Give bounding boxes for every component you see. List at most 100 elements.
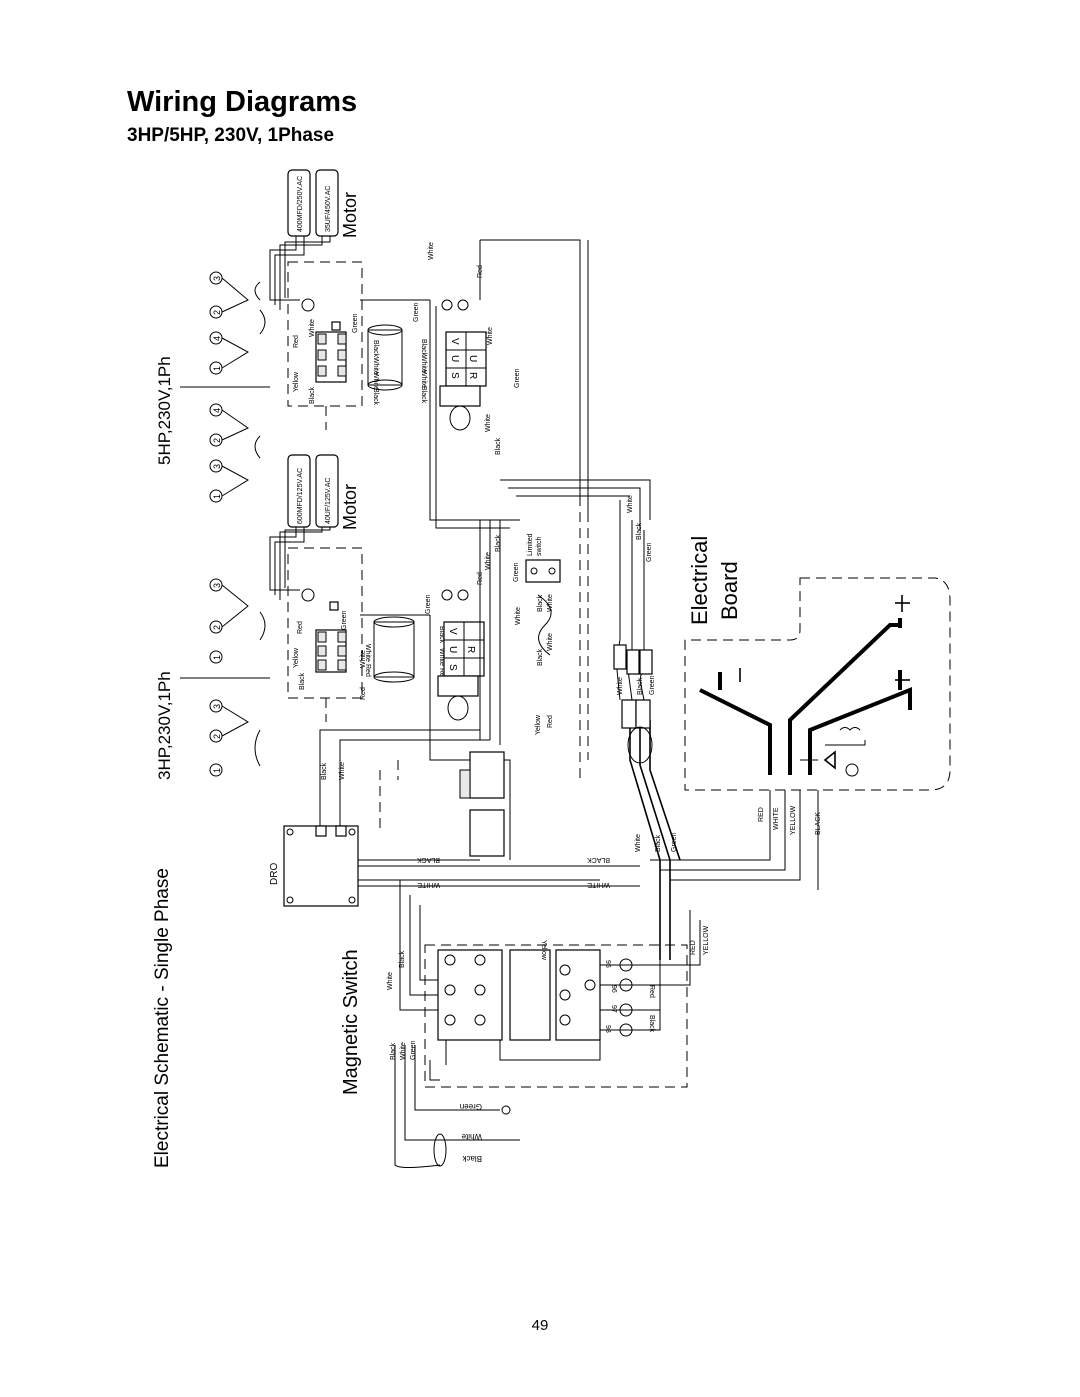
svg-text:White: White xyxy=(461,1132,482,1141)
electrical-board-label-1: Electrical xyxy=(687,536,712,625)
power-cord: Black White Green Green White Black xyxy=(390,1040,520,1168)
svg-text:Red: Red xyxy=(438,668,445,681)
connection-diagram-5hp-alt: 4 2 3 1 xyxy=(209,403,261,503)
svg-text:95: 95 xyxy=(604,960,611,968)
svg-text:Green: Green xyxy=(413,302,420,322)
svg-text:S: S xyxy=(447,664,458,671)
svg-text:Black: Black xyxy=(637,677,644,695)
svg-text:BLACK: BLACK xyxy=(587,856,610,863)
connection-diagram-3hp: 3 2 1 xyxy=(209,578,266,664)
svg-text:2: 2 xyxy=(212,310,222,315)
svg-text:Green: Green xyxy=(671,832,678,852)
svg-text:Black: Black xyxy=(309,386,316,404)
svg-text:Red: Red xyxy=(364,664,371,677)
svg-text:Yellow: Yellow xyxy=(293,371,300,392)
dro-unit: Black White xyxy=(283,729,600,907)
svg-text:White: White xyxy=(487,327,494,345)
capacitor-3hp-run: 600MFD/125V.AC xyxy=(287,454,311,528)
svg-text:White: White xyxy=(420,355,427,373)
svg-text:Black: Black xyxy=(648,1015,655,1033)
limit-switch: Limited switch Black White Black White Y… xyxy=(525,533,561,735)
svg-text:BLACK: BLACK xyxy=(417,856,440,863)
motor-5hp-label: 5HP,230V,1Ph xyxy=(155,356,174,465)
svg-text:White: White xyxy=(372,357,379,375)
svg-text:White: White xyxy=(617,677,624,695)
capacitor-5hp-run: 400MFD/250V.AC xyxy=(287,169,311,237)
svg-text:Black: Black xyxy=(399,950,406,968)
svg-text:Black: Black xyxy=(537,594,544,612)
svg-text:White: White xyxy=(627,495,634,513)
svg-text:Yellow: Yellow xyxy=(293,647,300,668)
svg-text:White: White xyxy=(635,834,642,852)
svg-text:Yellow: Yellow xyxy=(535,714,542,735)
svg-text:Red: Red xyxy=(547,715,554,728)
svg-text:600MFD/125V.AC: 600MFD/125V.AC xyxy=(297,468,304,524)
svg-text:1: 1 xyxy=(212,494,222,499)
svg-text:U: U xyxy=(447,646,458,653)
svg-text:Black: Black xyxy=(655,834,662,852)
motor-5hp-cable: Black White White Black Black White Whit… xyxy=(367,324,427,406)
svg-text:White: White xyxy=(372,372,379,390)
svg-text:V: V xyxy=(449,338,460,345)
page-title: Wiring Diagrams xyxy=(127,86,358,118)
svg-text:3: 3 xyxy=(212,464,222,469)
dro-label: DRO xyxy=(269,863,280,885)
svg-text:U: U xyxy=(449,355,460,362)
svg-text:Green: Green xyxy=(352,313,359,333)
capacitor-5hp-start: 35UF/450V.AC xyxy=(315,169,339,237)
svg-text:Green: Green xyxy=(649,675,656,695)
svg-text:Green: Green xyxy=(513,562,520,582)
svg-text:White: White xyxy=(438,648,445,666)
svg-text:Red: Red xyxy=(360,687,367,700)
svg-text:4: 4 xyxy=(212,336,222,341)
junction-3hp: V U S R xyxy=(437,621,485,721)
svg-text:WHITE: WHITE xyxy=(417,881,440,888)
svg-text:1: 1 xyxy=(212,768,222,773)
svg-text:400MFD/250V.AC: 400MFD/250V.AC xyxy=(297,176,304,232)
svg-text:U: U xyxy=(467,355,478,362)
magnetic-switch-label: Magnetic Switch xyxy=(340,949,362,1095)
motor-5hp-box xyxy=(287,261,363,407)
svg-text:Black: Black xyxy=(537,648,544,666)
svg-text:Red: Red xyxy=(293,335,300,348)
svg-text:40UF/125V.AC: 40UF/125V.AC xyxy=(325,478,332,524)
svg-text:Green: Green xyxy=(425,594,432,614)
svg-text:Yellow: Yellow xyxy=(540,940,547,961)
svg-text:4: 4 xyxy=(212,408,222,413)
schematic-label: Electrical Schematic - Single Phase xyxy=(152,868,173,1168)
capacitor-3hp-start: 40UF/125V.AC xyxy=(315,454,339,528)
svg-text:Black: Black xyxy=(636,522,643,540)
svg-text:Black: Black xyxy=(438,626,445,644)
svg-text:2: 2 xyxy=(212,734,222,739)
svg-text:RED: RED xyxy=(690,940,697,955)
svg-text:WHITE: WHITE xyxy=(773,807,780,830)
svg-text:3: 3 xyxy=(212,276,222,281)
svg-text:R: R xyxy=(465,646,476,653)
electrical-board-label-2: Board xyxy=(717,561,742,620)
connection-diagram-5hp: 3 2 4 1 xyxy=(209,271,266,375)
svg-text:Black: Black xyxy=(299,672,306,690)
svg-text:Green: Green xyxy=(341,610,348,630)
motor-label-3hp: Motor xyxy=(340,484,360,530)
motor-3hp-terminal-block: Red Yellow Black Green White Red xyxy=(293,601,367,700)
svg-text:96: 96 xyxy=(610,985,617,993)
svg-text:WHITE: WHITE xyxy=(587,881,610,888)
svg-text:White: White xyxy=(547,594,554,612)
svg-text:98: 98 xyxy=(604,1025,611,1033)
contactor: 95 96 97 98 Yellow Red Black White Black xyxy=(387,940,655,1041)
svg-text:Limited: Limited xyxy=(527,533,534,556)
motor-3hp-label: 3HP,230V,1Ph xyxy=(155,671,174,780)
svg-text:Green: Green xyxy=(410,1040,417,1060)
svg-text:Green: Green xyxy=(460,1102,482,1111)
svg-text:Red: Red xyxy=(297,621,304,634)
svg-text:White: White xyxy=(387,972,394,990)
svg-text:YELLOW: YELLOW xyxy=(790,805,797,835)
junction-5hp: V U S U R xyxy=(439,331,487,431)
svg-text:YELLOW: YELLOW xyxy=(703,925,710,955)
svg-text:V: V xyxy=(447,628,458,635)
svg-text:Black: Black xyxy=(420,386,427,404)
svg-text:Black: Black xyxy=(321,762,328,780)
svg-text:2: 2 xyxy=(212,438,222,443)
motor-3hp-box xyxy=(287,547,363,699)
